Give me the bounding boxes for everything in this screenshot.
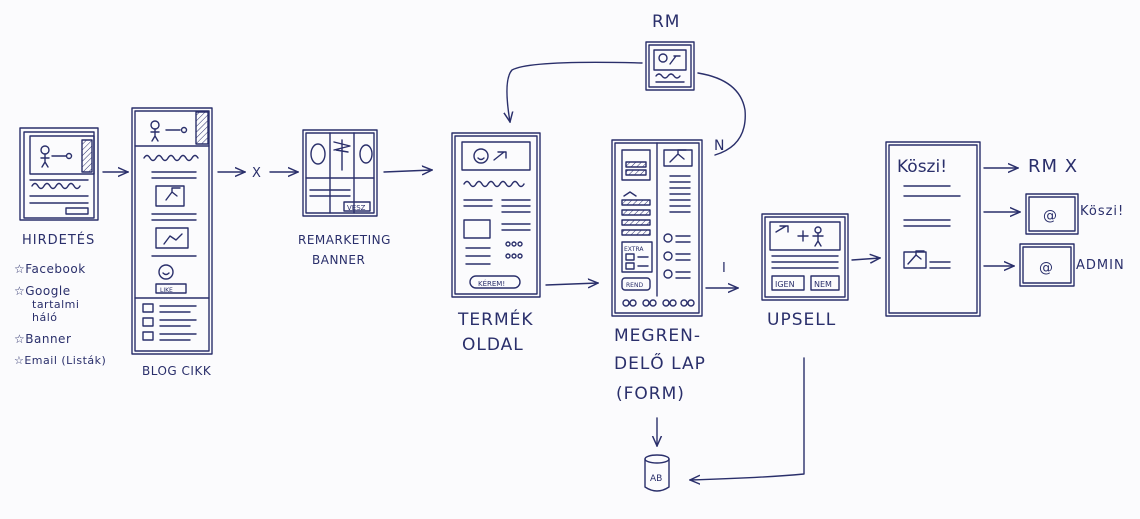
- source-item: ☆Banner: [14, 332, 72, 346]
- order-button-text: REND: [626, 282, 643, 289]
- product-label-2: OLDAL: [462, 335, 524, 355]
- rm-x-label: RM X: [1028, 156, 1079, 177]
- source-item: ☆Email (Listák): [14, 354, 107, 367]
- upsell-label: UPSELL: [767, 310, 837, 330]
- n-mark: N: [714, 138, 724, 154]
- thank-you-sketch: [885, 141, 981, 317]
- blog-sketch: [131, 107, 213, 355]
- source-item: ☆Google: [14, 284, 71, 298]
- i-mark: I: [722, 261, 726, 276]
- order-label-3: (FORM): [616, 384, 685, 404]
- order-label-2: DELŐ LAP: [614, 354, 706, 374]
- ad-sketch: [19, 127, 99, 221]
- x-mark: X: [252, 166, 261, 181]
- at-icon-admin: @: [1039, 260, 1053, 276]
- upsell-no-text: NEM: [814, 280, 832, 289]
- source-item: háló: [32, 311, 58, 324]
- blog-label: BLOG CIKK: [142, 364, 212, 378]
- product-button-text: KÉREM!: [478, 279, 505, 288]
- sketch-texts: LIKE VESZ KÉREM! EXTRA REND IGEN NEM Kös…: [160, 138, 1057, 484]
- sources-title: HIRDETÉS: [22, 233, 96, 248]
- mail-thanks-label: Köszi!: [1080, 204, 1125, 219]
- at-icon-thanks: @: [1043, 208, 1057, 224]
- rm-top-sketch: [645, 41, 695, 91]
- thank-you-title: Köszi!: [897, 157, 947, 177]
- remarketing-label-2: BANNER: [312, 253, 366, 267]
- order-label-1: MEGREN-: [614, 326, 701, 346]
- product-page-sketch: [451, 132, 541, 298]
- flow-arrows: [102, 61, 1020, 480]
- database-label: AB: [650, 474, 662, 484]
- sources-list: ☆Facebook ☆Google tartalmi háló ☆Banner …: [14, 262, 124, 367]
- upsell-sketch: [761, 213, 849, 301]
- mail-box-thanks: [1025, 193, 1079, 235]
- remarketing-label-1: REMARKETING: [298, 233, 391, 247]
- blog-like-text: LIKE: [160, 287, 173, 294]
- upsell-yes-text: IGEN: [775, 280, 795, 289]
- mail-admin-label: ADMIN: [1076, 258, 1125, 273]
- rm-top-label: RM: [652, 12, 681, 32]
- database-sketch: [644, 454, 670, 492]
- order-extra-text: EXTRA: [624, 246, 644, 253]
- remarketing-button-text: VESZ: [347, 204, 366, 212]
- order-form-sketch: [611, 139, 703, 317]
- product-label-1: TERMÉK: [458, 310, 534, 330]
- source-item: tartalmi: [32, 298, 80, 311]
- source-item: ☆Facebook: [14, 262, 86, 276]
- mail-box-admin: [1019, 243, 1075, 287]
- remarketing-banner-sketch: [302, 129, 378, 217]
